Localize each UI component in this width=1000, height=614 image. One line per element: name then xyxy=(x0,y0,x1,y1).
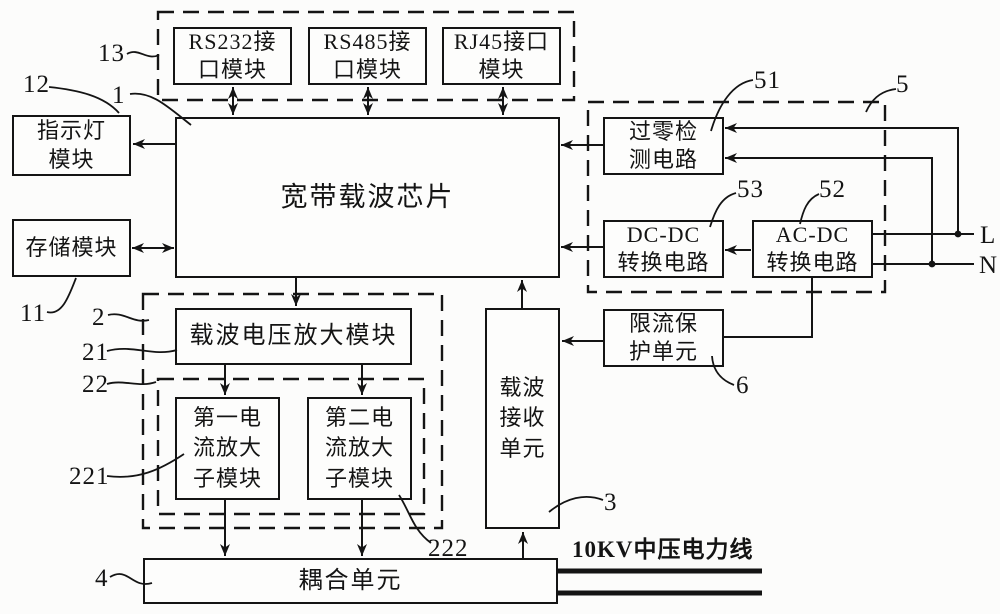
ref-label-11: 11 xyxy=(20,300,47,327)
block-dc-dc-converter: DC-DC 转换电路 xyxy=(603,220,724,278)
group-box-5-power xyxy=(586,100,887,294)
block-broadband-carrier-chip: 宽带载波芯片 xyxy=(175,117,560,278)
ref-label-2: 2 xyxy=(92,304,106,331)
ref-label-21: 21 xyxy=(82,339,109,366)
block-carrier-receiving-unit: 载波 接收 单元 xyxy=(485,308,560,529)
ref-label-22: 22 xyxy=(82,371,109,398)
block-rj45-interface: RJ45接口 模块 xyxy=(442,27,561,85)
block-indicator-light: 指示灯 模块 xyxy=(12,115,131,176)
ref-label-3: 3 xyxy=(604,489,618,516)
block-carrier-voltage-amplifier: 载波电压放大模块 xyxy=(175,308,412,365)
block-second-current-amplifier: 第二电 流放大 子模块 xyxy=(307,397,412,500)
ref-label-12: 12 xyxy=(23,71,50,98)
ref-label-4: 4 xyxy=(95,565,109,592)
block-rs232-interface: RS232接 口模块 xyxy=(173,27,292,85)
ref-label-1: 1 xyxy=(112,82,126,109)
ref-label-6: 6 xyxy=(736,372,750,399)
group-box-22-current-amps xyxy=(156,377,426,516)
phase-label-l: L xyxy=(980,222,997,249)
group-box-2-transmit xyxy=(141,292,444,530)
block-storage: 存储模块 xyxy=(12,219,131,277)
block-coupling-unit: 耦合单元 xyxy=(143,558,558,604)
ref-label-222: 222 xyxy=(428,535,469,562)
ref-label-221: 221 xyxy=(69,463,110,490)
ref-label-51: 51 xyxy=(754,67,781,94)
wire-acdc-limiter xyxy=(724,278,813,338)
block-rs485-interface: RS485接 口模块 xyxy=(308,27,427,85)
ref-label-5: 5 xyxy=(896,71,910,98)
wire-line-n xyxy=(725,153,974,268)
wire-line-l xyxy=(725,123,974,238)
block-first-current-amplifier: 第一电 流放大 子模块 xyxy=(175,397,280,500)
ref-label-53: 53 xyxy=(737,176,764,203)
ref-label-13: 13 xyxy=(98,40,125,67)
block-ac-dc-converter: AC-DC 转换电路 xyxy=(752,220,873,278)
block-current-limit-protection: 限流保 护单元 xyxy=(603,309,724,367)
power-line-label: 10KV中压电力线 xyxy=(572,537,754,562)
ref-label-52: 52 xyxy=(819,176,846,203)
power-line-conductors xyxy=(558,568,762,596)
block-zero-crossing-detection: 过零检 测电路 xyxy=(603,117,724,175)
phase-label-n: N xyxy=(979,252,999,279)
